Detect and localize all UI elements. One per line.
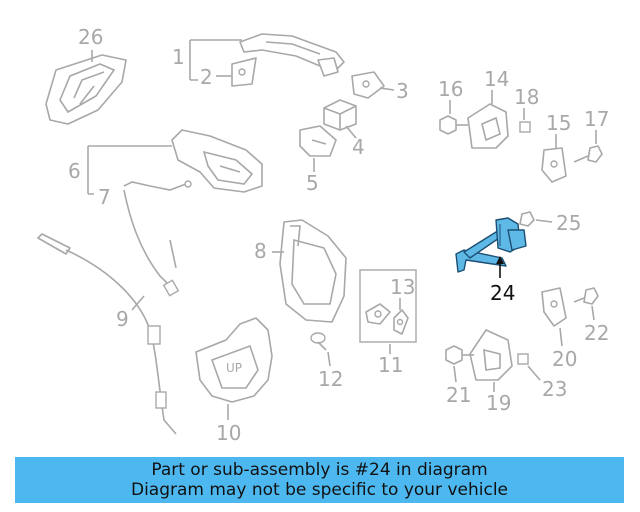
callout-25: 25 xyxy=(556,211,581,235)
callout-19: 19 xyxy=(486,391,511,415)
inset-up-text: UP xyxy=(226,361,242,375)
callout-8: 8 xyxy=(254,239,267,263)
part-1-outside-handle xyxy=(239,33,345,77)
part-17-bolt xyxy=(573,145,603,163)
banner-line-1: Part or sub-assembly is #24 in diagram xyxy=(151,460,488,480)
callout-14: 14 xyxy=(484,67,509,91)
callout-10: 10 xyxy=(216,421,241,445)
part-6-handle-frame xyxy=(171,129,263,193)
callout-24: 24 xyxy=(490,281,515,305)
part-15-plate xyxy=(541,147,567,183)
part-22-bolt xyxy=(573,287,599,305)
part-8-latch xyxy=(279,219,347,323)
callout-23: 23 xyxy=(542,377,567,401)
part-21-bolt xyxy=(445,345,474,365)
part-7-release-cable xyxy=(123,180,192,297)
callout-15: 15 xyxy=(546,111,571,135)
callout-5: 5 xyxy=(306,171,319,195)
callout-6: 6 xyxy=(68,159,81,183)
part-23-nut xyxy=(517,353,529,365)
part-26-interior-bezel xyxy=(45,54,127,125)
part-14-hinge xyxy=(467,103,509,149)
callout-20: 20 xyxy=(552,347,577,371)
callout-24-arrowhead xyxy=(496,256,504,264)
callout-22: 22 xyxy=(584,321,609,345)
part-11-inset-box xyxy=(359,269,417,343)
part-19-hinge xyxy=(469,329,513,381)
part-3-bracket xyxy=(351,71,385,99)
part-5-cap xyxy=(299,125,337,157)
part-10-cover xyxy=(195,317,273,403)
part-4-clip xyxy=(323,99,357,131)
callout-9: 9 xyxy=(116,307,129,331)
part-9-lower-cable xyxy=(37,233,177,435)
banner-line-2: Diagram may not be specific to your vehi… xyxy=(130,480,508,500)
callout-11: 11 xyxy=(378,353,403,377)
part-18-nut xyxy=(519,121,531,133)
callout-16: 16 xyxy=(438,77,463,101)
part-2-handle-base xyxy=(231,57,257,87)
info-banner: Part or sub-assembly is #24 in diagram D… xyxy=(15,457,624,503)
callout-26: 26 xyxy=(78,25,103,49)
part-24-door-check xyxy=(455,217,527,273)
callout-17: 17 xyxy=(584,107,609,131)
callout-4: 4 xyxy=(352,135,365,159)
part-25-bolt xyxy=(519,211,535,227)
callout-12: 12 xyxy=(318,367,343,391)
callout-7: 7 xyxy=(98,185,111,209)
part-12-screw xyxy=(310,332,327,351)
callout-1: 1 xyxy=(172,45,185,69)
part-20-plate xyxy=(541,287,567,327)
callout-21: 21 xyxy=(446,383,471,407)
callout-2: 2 xyxy=(200,65,213,89)
callout-13: 13 xyxy=(390,275,415,299)
callout-3: 3 xyxy=(396,79,409,103)
callout-18: 18 xyxy=(514,85,539,109)
part-16-bolt xyxy=(439,115,468,135)
